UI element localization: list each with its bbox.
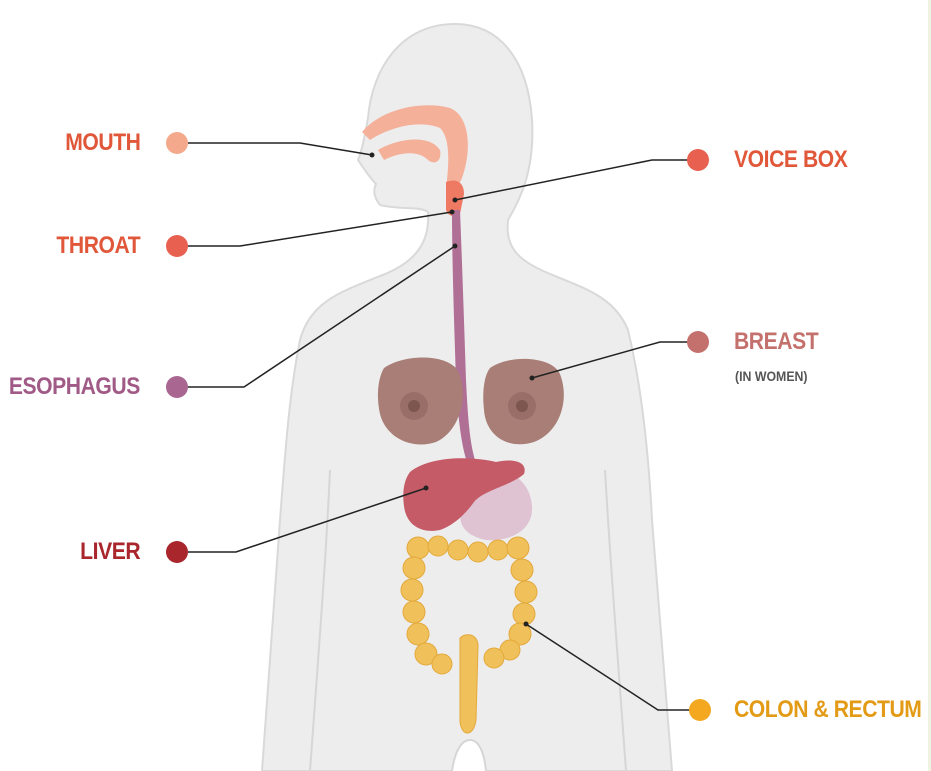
label-liver: LIVER bbox=[80, 538, 140, 566]
label-breast-note: (IN WOMEN) bbox=[735, 368, 808, 384]
voice-box-dot bbox=[687, 149, 709, 171]
colon-rectum-dot bbox=[689, 699, 711, 721]
breast-dot bbox=[687, 331, 709, 353]
mouth-leader bbox=[188, 143, 372, 155]
label-voice-box: VOICE BOX bbox=[734, 146, 847, 174]
esophagus-dot bbox=[166, 376, 188, 398]
label-esophagus: ESOPHAGUS bbox=[9, 373, 140, 401]
label-throat: THROAT bbox=[56, 232, 140, 260]
rectum-organ bbox=[460, 635, 478, 733]
throat-leader bbox=[188, 212, 452, 246]
liver-dot bbox=[166, 541, 188, 563]
label-breast: BREAST bbox=[734, 328, 818, 356]
label-mouth: MOUTH bbox=[65, 129, 140, 157]
mouth-dot bbox=[166, 132, 188, 154]
label-colon-rectum: COLON & RECTUM bbox=[734, 696, 921, 724]
throat-dot bbox=[166, 235, 188, 257]
